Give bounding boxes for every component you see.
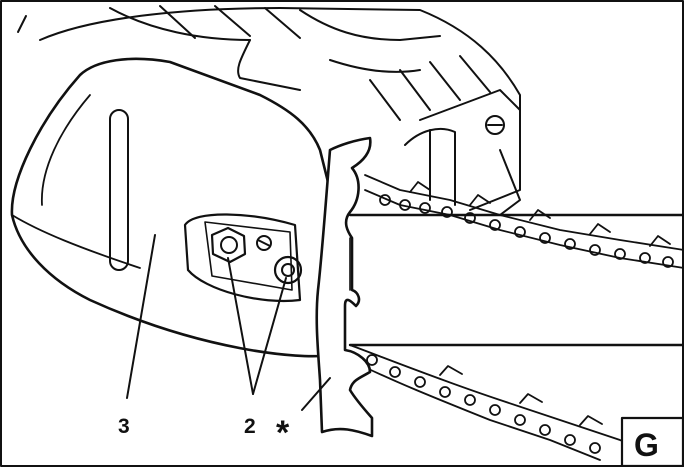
callout-tool-label: *: [276, 414, 290, 452]
saw-chain-top: [364, 174, 684, 269]
guide-bar: [348, 213, 684, 347]
figure-label: G: [634, 427, 659, 463]
leader-cover: [126, 234, 156, 399]
saw-chain-bottom: [349, 344, 661, 461]
bar-nut-front: [210, 226, 247, 264]
bar-nut-rear: [273, 255, 303, 285]
leader-lines: [126, 234, 331, 411]
leader-nut-front: [227, 257, 254, 395]
figure-label-box: G: [620, 416, 684, 467]
callout-nuts-label: 2: [244, 415, 256, 438]
leader-nut-rear: [252, 277, 287, 395]
sprocket-cover: [10, 57, 332, 358]
bar-mount-plate: [183, 213, 303, 303]
bar-protector: [315, 136, 374, 438]
edge-fragment: [17, 15, 27, 33]
engine-housing: [39, 5, 521, 216]
callout-cover-label: 3: [118, 415, 130, 438]
leader-protector: [301, 377, 331, 411]
tension-screw: [256, 235, 272, 251]
